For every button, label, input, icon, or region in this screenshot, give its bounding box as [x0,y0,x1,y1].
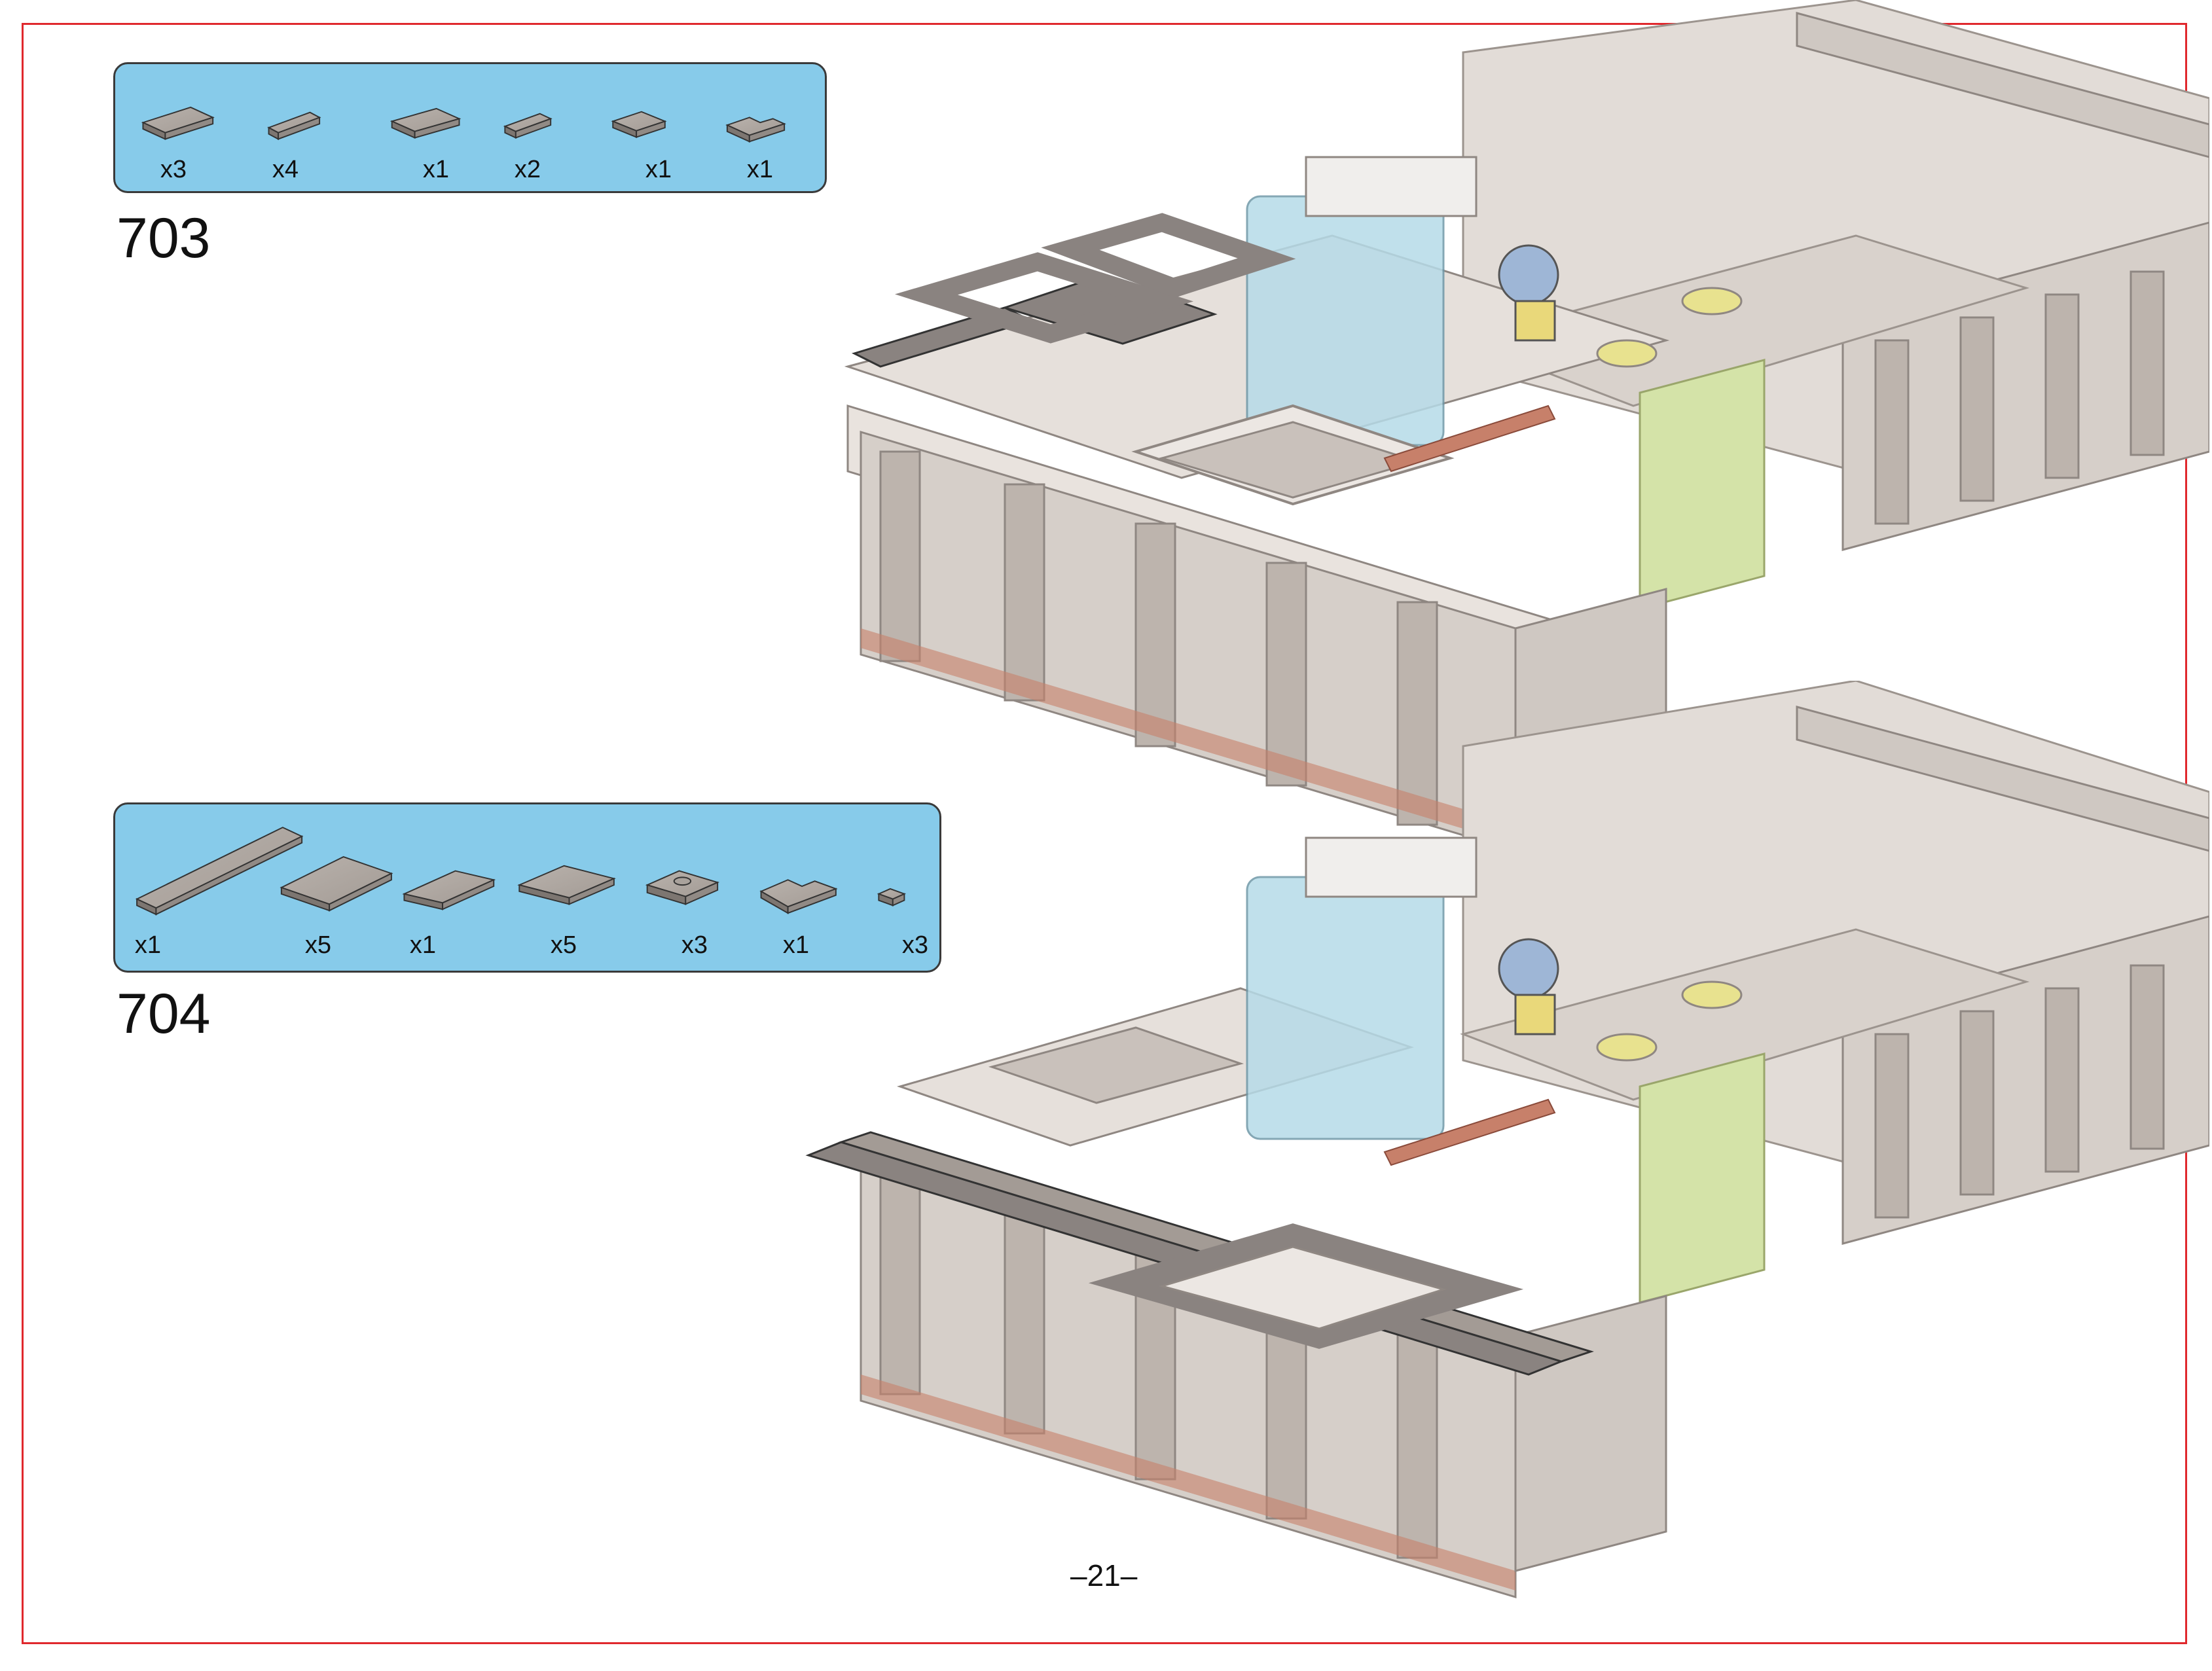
part-count: x3 [681,931,708,959]
part-count: x5 [304,931,332,959]
part-count: x5 [550,931,577,959]
tile-corner-icon [759,879,838,914]
tile-1x8-icon [135,827,304,916]
tile-corner-icon [725,117,786,143]
parts-icons-703 [141,106,786,143]
tile-1x4-icon [402,870,496,910]
tile-1x4-icon [267,111,321,141]
part-count: x1 [782,931,810,959]
part-count: x4 [272,156,299,183]
tile-2x3-icon [517,865,616,905]
tile-1x3-icon [503,113,553,139]
tile-2x4-icon [280,856,393,912]
tile-2x4-icon [141,106,215,140]
part-count: x1 [422,156,450,183]
part-count: x3 [901,931,929,959]
step-number: 704 [117,982,211,1045]
model-render-704 [795,679,2211,1636]
parts-panel-703: x3 x4 x1 x2 x1 x1 [113,62,827,193]
part-count: x1 [746,156,774,183]
parts-panel-704: x1 x5 x1 x5 x3 x1 x3 [113,802,941,973]
page-number: –21– [1070,1558,1138,1592]
building-model-image [844,0,2211,853]
part-count: x3 [160,156,187,183]
part-count: x1 [134,931,162,959]
part-count: x2 [514,156,541,183]
tile-2x4-icon [390,107,462,139]
parts-icons-704 [135,827,907,916]
building-model-image [805,679,2211,1599]
jumper-plate-icon [645,870,719,905]
tile-1x1-icon [877,888,907,907]
model-render-703 [795,0,2211,853]
step-number: 703 [117,207,211,270]
tile-2x2-icon [611,111,667,138]
part-count: x1 [409,931,437,959]
part-count: x1 [645,156,672,183]
